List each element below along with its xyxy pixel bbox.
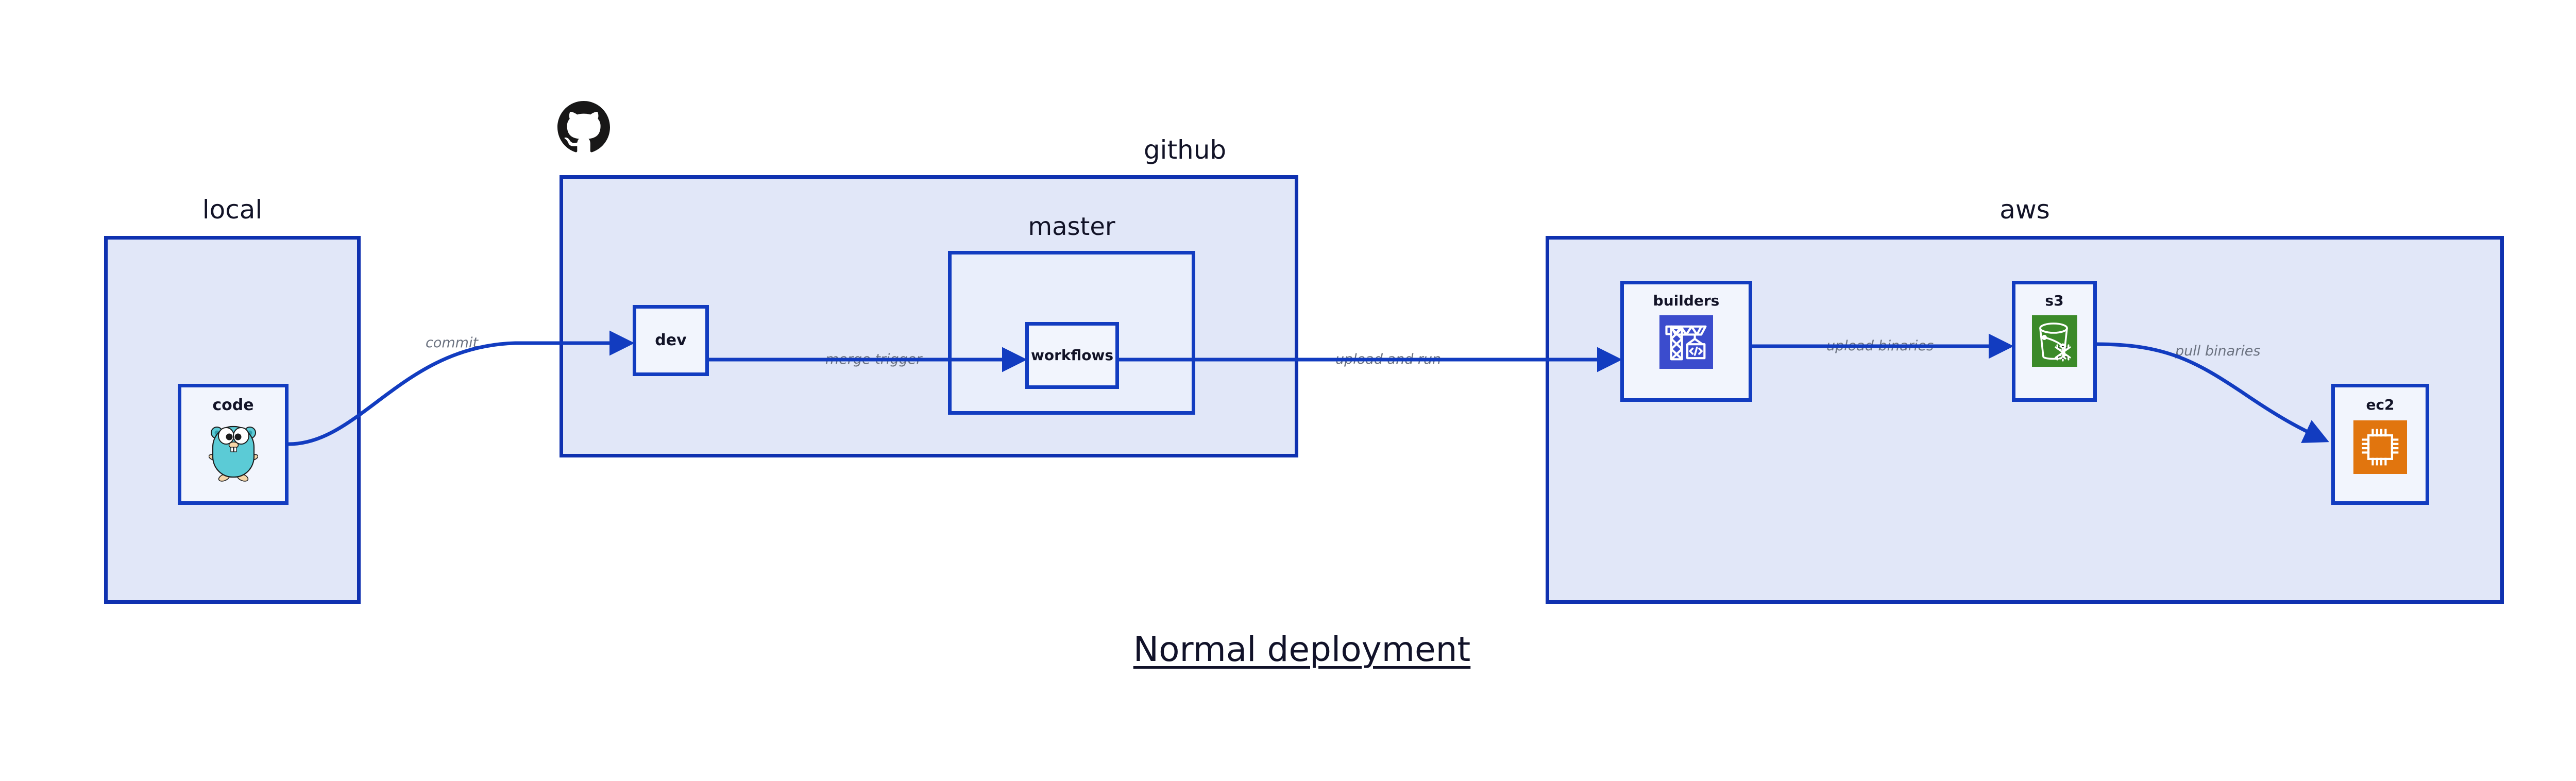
- node-dev-label: dev: [655, 331, 687, 349]
- group-aws-label: aws: [1999, 195, 2050, 225]
- go-gopher-icon: [208, 421, 258, 484]
- group-local-label: local: [202, 195, 263, 225]
- group-master-label: master: [1028, 212, 1115, 241]
- node-code[interactable]: code: [178, 384, 289, 505]
- edge-commit-label: commit: [426, 335, 479, 351]
- node-builders[interactable]: builders: [1620, 281, 1752, 402]
- node-ec2-label: ec2: [2366, 396, 2395, 413]
- diagram-title: Normal deployment: [1133, 630, 1471, 669]
- edge-pull-binaries-label: pull binaries: [2175, 343, 2261, 359]
- edge-upload-and-run-label: upload and run: [1335, 351, 1442, 367]
- group-github-label: github: [1143, 135, 1227, 165]
- node-s3-label: s3: [2045, 292, 2064, 309]
- node-dev[interactable]: dev: [633, 305, 709, 376]
- node-ec2[interactable]: ec2: [2331, 384, 2429, 505]
- cpu-chip-icon: [2353, 420, 2407, 476]
- node-workflows[interactable]: workflows: [1025, 322, 1119, 389]
- node-builders-label: builders: [1653, 292, 1720, 309]
- edge-merge-trigger-label: merge trigger: [825, 351, 922, 367]
- github-octocat-icon: [557, 101, 610, 152]
- s3-bucket-icon: [2031, 315, 2077, 369]
- edge-upload-binaries-label: upload binaries: [1826, 338, 1934, 354]
- node-workflows-label: workflows: [1030, 347, 1114, 364]
- node-s3[interactable]: s3: [2012, 281, 2097, 402]
- crane-code-icon: [1659, 315, 1713, 371]
- node-code-label: code: [212, 396, 254, 414]
